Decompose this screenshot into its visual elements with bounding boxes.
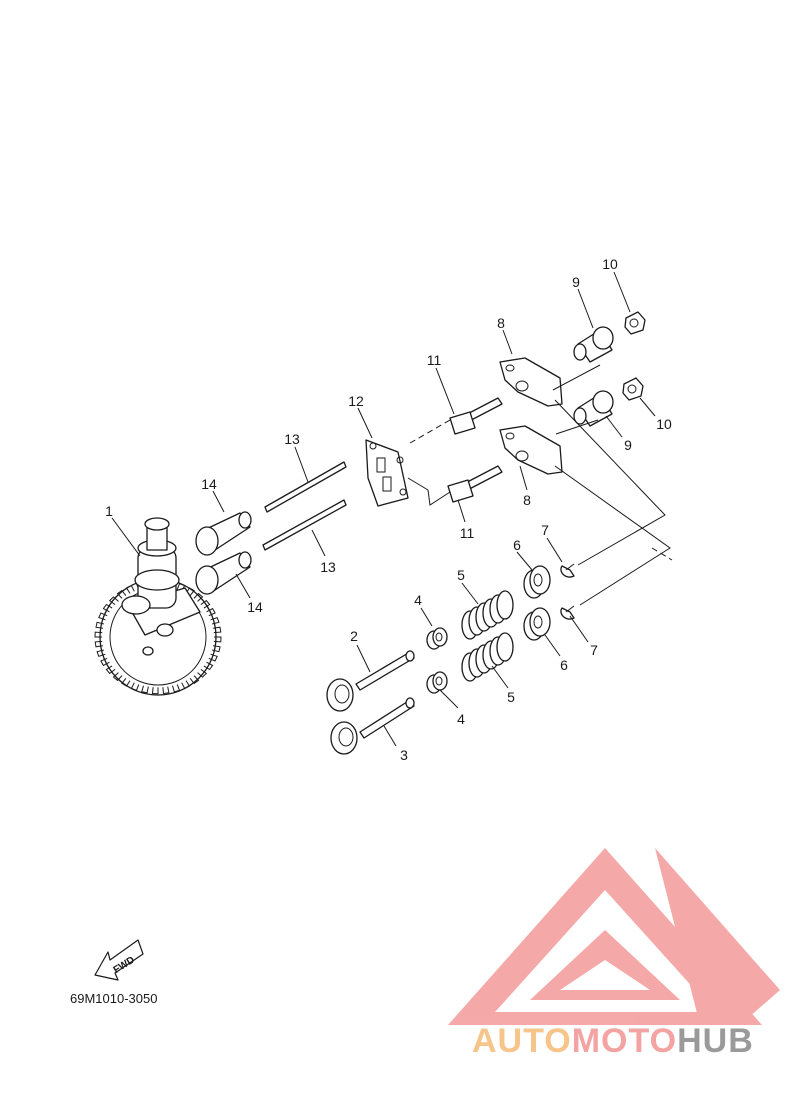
callout-7a: 7 xyxy=(541,522,549,538)
gear-tooth xyxy=(112,672,123,682)
callout-13a: 13 xyxy=(284,431,300,447)
gear-tooth xyxy=(116,589,127,599)
part-1-camshaft-gear xyxy=(94,517,222,696)
callout-10b: 10 xyxy=(656,416,672,432)
gear-tooth xyxy=(105,665,116,675)
callout-9a: 9 xyxy=(572,274,580,290)
gear-tooth xyxy=(185,587,195,597)
gear-tooth xyxy=(200,599,211,609)
spring-coil xyxy=(496,632,514,662)
callout-5b: 5 xyxy=(507,689,515,705)
gear-tooth xyxy=(211,645,221,653)
callout-1: 1 xyxy=(105,503,113,519)
part-8-rocker-arms xyxy=(499,357,563,475)
gear-tooth xyxy=(98,612,108,621)
gear-tooth xyxy=(95,621,105,629)
callout-3: 3 xyxy=(400,747,408,763)
gear-tooth xyxy=(213,636,222,643)
callout-11b: 11 xyxy=(460,525,475,541)
leader-lines xyxy=(111,271,656,747)
callout-6b: 6 xyxy=(560,657,568,673)
spring-coil xyxy=(496,590,514,620)
gear-tooth xyxy=(94,640,103,648)
gear-tooth xyxy=(208,653,218,662)
part-2-intake-valve xyxy=(326,650,415,712)
callouts: 1 2 3 4 4 5 5 6 6 7 7 8 8 9 9 10 10 11 1… xyxy=(105,256,672,763)
callout-12: 12 xyxy=(348,393,364,409)
callout-14a: 14 xyxy=(201,476,217,492)
watermark-hub: HUB xyxy=(677,1022,754,1060)
gear-tooth xyxy=(213,626,222,634)
gear-tooth xyxy=(125,584,135,594)
part-3-exhaust-valve xyxy=(330,697,415,755)
part-13-push-rods xyxy=(262,461,347,551)
gear-tooth xyxy=(181,680,191,690)
part-6-retainers xyxy=(523,565,551,641)
watermark-brand: AUTOMOTOHUB xyxy=(472,1022,754,1060)
watermark-auto: AUTO xyxy=(472,1022,572,1060)
gear-tooth xyxy=(96,649,106,658)
gear-tooth xyxy=(94,631,103,638)
gear-tooth xyxy=(121,677,131,687)
part-9-pivots xyxy=(573,326,614,427)
part-11-studs xyxy=(447,397,503,503)
gear-tooth xyxy=(162,686,170,695)
part-12-guide-plate xyxy=(365,439,409,507)
gear-tooth xyxy=(151,687,159,695)
diagram-code: 69M1010-3050 xyxy=(70,991,157,1006)
callout-8a: 8 xyxy=(497,315,505,331)
gear-tooth xyxy=(141,685,149,694)
gear-tooth xyxy=(172,684,181,693)
callout-5a: 5 xyxy=(457,567,465,583)
callout-6a: 6 xyxy=(513,537,521,553)
callout-9b: 9 xyxy=(624,437,632,453)
part-10-nuts xyxy=(622,311,646,401)
callout-8b: 8 xyxy=(523,492,531,508)
watermark-moto: MOTO xyxy=(572,1022,677,1060)
gear-tooth xyxy=(210,616,220,625)
callout-7b: 7 xyxy=(590,642,598,658)
fwd-arrow-icon: FWD xyxy=(94,939,144,981)
gear-tooth xyxy=(130,682,140,691)
part-14-tappets xyxy=(195,511,252,595)
gear-tooth xyxy=(108,596,119,606)
gear-tooth xyxy=(100,657,110,667)
gear-tooth xyxy=(102,603,113,613)
part-5-springs xyxy=(461,590,514,682)
gear-tooth xyxy=(197,668,208,678)
watermark-logo-icon xyxy=(448,848,780,1025)
callout-14b: 14 xyxy=(247,599,263,615)
callout-2: 2 xyxy=(350,628,358,644)
callout-11a: 11 xyxy=(427,352,442,368)
callout-4a: 4 xyxy=(414,592,422,608)
part-4-seals xyxy=(426,627,448,694)
gear-tooth xyxy=(206,607,216,617)
gear-tooth xyxy=(189,675,200,685)
callout-13b: 13 xyxy=(320,559,336,575)
gear-tooth xyxy=(193,592,204,602)
callout-4b: 4 xyxy=(457,711,465,727)
callout-10a: 10 xyxy=(602,256,618,272)
part-7-collets xyxy=(560,563,575,620)
gear-tooth xyxy=(203,661,214,671)
